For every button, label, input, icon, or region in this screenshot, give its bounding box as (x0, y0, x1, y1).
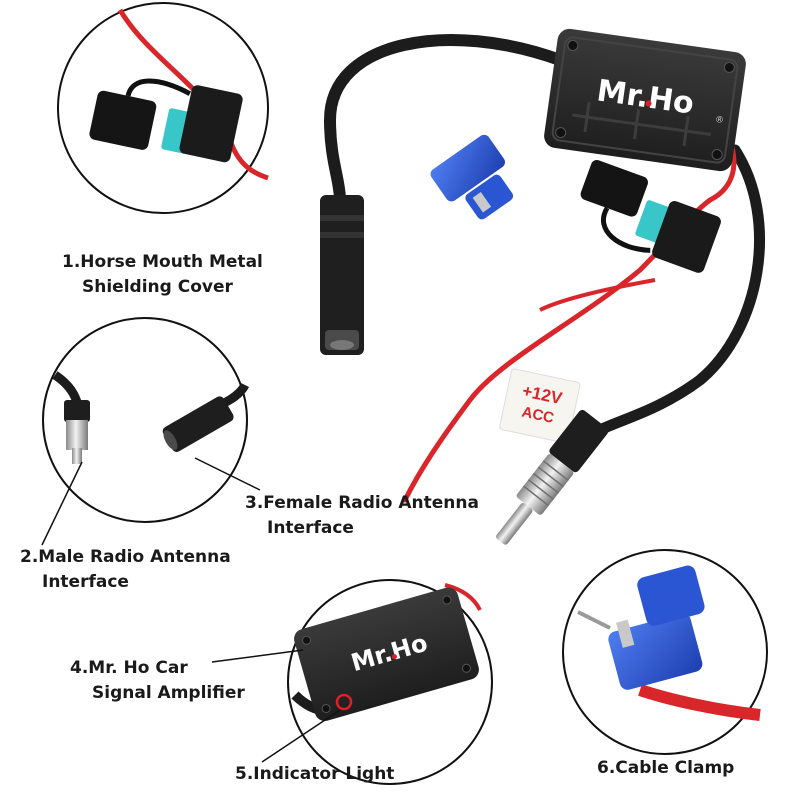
main-product: Mr.Ho ® +12V ACC (320, 28, 765, 545)
power-tag: +12V ACC (499, 368, 581, 444)
red-power-wire (402, 137, 737, 503)
female-antenna-socket-icon (320, 195, 364, 355)
callout-4-label: 4.Mr. Ho Car Signal Amplifier (70, 656, 245, 706)
cable-clamp-detail-icon (608, 565, 705, 690)
callout-5-line1: 5.Indicator Light (235, 764, 395, 784)
power-tag-acc: ACC (520, 404, 555, 427)
callout-2-label: 2.Male Radio Antenna Interface (20, 545, 231, 595)
callout-3-line1: 3.Female Radio Antenna (245, 493, 479, 513)
detail-circle-clamp (562, 549, 768, 755)
amplifier-detail-icon: Mr.Ho (294, 587, 479, 721)
callout-1-line2: Shielding Cover (82, 277, 233, 297)
leader-line-2 (41, 461, 83, 546)
leader-line-3 (194, 457, 261, 491)
male-antenna-plug-icon (496, 409, 609, 545)
black-cable-right (594, 144, 765, 436)
callout-1-line1: 1.Horse Mouth Metal (62, 252, 263, 272)
amplifier-box-icon: Mr.Ho ® (544, 28, 746, 172)
male-plug-detail-icon (64, 400, 90, 464)
detail-circle-amplifier: Mr.Ho (211, 579, 493, 785)
leader-line-4 (211, 649, 304, 663)
callout-6-line1: 6.Cable Clamp (597, 758, 735, 778)
leader-line-5 (261, 709, 341, 763)
callout-2-line2: Interface (42, 572, 129, 592)
callout-3-line2: Interface (267, 518, 354, 538)
indicator-light-icon (335, 693, 353, 711)
detail-circle-fuse (57, 2, 269, 214)
callout-4-line1: 4.Mr. Ho Car (70, 658, 188, 678)
red-wire-branch (539, 278, 656, 312)
callout-6-label: 6.Cable Clamp (597, 756, 734, 781)
fuse-holder-detail-icon (89, 78, 243, 163)
callout-1-label: 1.Horse Mouth Metal Shielding Cover (62, 250, 263, 300)
detail-circle-plugs (41, 317, 261, 546)
callout-3-label: 3.Female Radio Antenna Interface (245, 491, 479, 541)
callout-4-line2: Signal Amplifier (92, 683, 245, 703)
fuse-holder-icon (580, 159, 721, 273)
registered-mark: ® (714, 115, 724, 126)
cable-clamp-icon (430, 134, 514, 220)
callout-2-line1: 2.Male Radio Antenna (20, 547, 231, 567)
black-cable-top (323, 34, 566, 206)
callout-5-label: 5.Indicator Light (235, 762, 394, 787)
female-socket-detail-icon (162, 396, 234, 452)
